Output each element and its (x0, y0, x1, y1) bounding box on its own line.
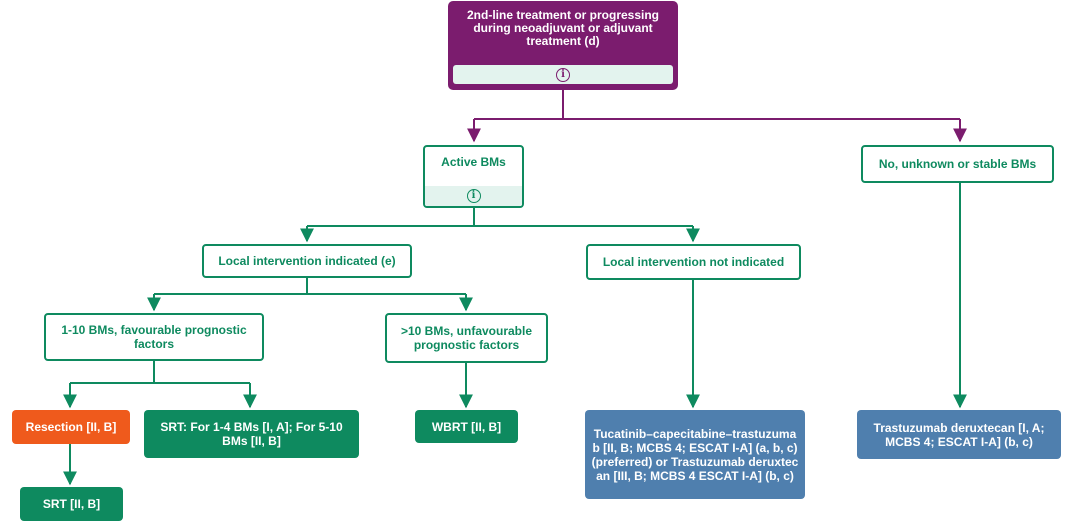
node-local-intervention-not-indicated[interactable]: Local intervention not indicated (586, 244, 801, 280)
node-local-intervention-indicated[interactable]: Local intervention indicated (e) (202, 244, 412, 278)
info-bar[interactable]: i (453, 65, 673, 84)
node-trastuzumab-deruxtecan-label: Trastuzumab deruxtecan [I, A; MCBS 4; ES… (873, 420, 1045, 449)
info-icon[interactable]: i (466, 189, 481, 203)
node-active-bms[interactable]: Active BMs i (423, 145, 524, 208)
node-favourable-prognostic[interactable]: 1-10 BMs, favourable prognostic factors (44, 313, 264, 361)
node-unfavourable-prognostic-label: >10 BMs, unfavourable prognostic factors (400, 324, 533, 352)
node-active-bms-label: Active BMs (441, 155, 506, 169)
node-wbrt-label: WBRT [II, B] (431, 419, 502, 434)
info-icon[interactable]: i (556, 67, 570, 82)
node-tucatinib-label: Tucatinib–capecitabine–trastuzumab [II, … (591, 426, 799, 483)
node-tucatinib[interactable]: Tucatinib–capecitabine–trastuzumab [II, … (585, 410, 805, 499)
node-no-unknown-stable-bms[interactable]: No, unknown or stable BMs (861, 145, 1054, 183)
node-root-label: 2nd-line treatment or progressing during… (466, 8, 660, 48)
node-srt-label: SRT [II, B] (42, 497, 101, 511)
node-trastuzumab-deruxtecan[interactable]: Trastuzumab deruxtecan [I, A; MCBS 4; ES… (857, 410, 1061, 459)
node-local-intervention-indicated-label: Local intervention indicated (e) (218, 254, 396, 268)
node-srt-ranges[interactable]: SRT: For 1-4 BMs [I, A]; For 5-10 BMs [I… (144, 410, 359, 458)
node-favourable-prognostic-label: 1-10 BMs, favourable prognostic factors (61, 323, 247, 351)
node-srt-ranges-label: SRT: For 1-4 BMs [I, A]; For 5-10 BMs [I… (160, 420, 343, 448)
node-srt[interactable]: SRT [II, B] (20, 487, 123, 521)
node-resection-label: Resection [II, B] (25, 420, 117, 434)
node-resection[interactable]: Resection [II, B] (12, 410, 130, 444)
info-bar[interactable]: i (425, 186, 522, 206)
node-wbrt[interactable]: WBRT [II, B] (415, 410, 518, 443)
node-unfavourable-prognostic[interactable]: >10 BMs, unfavourable prognostic factors (385, 313, 548, 363)
node-root[interactable]: 2nd-line treatment or progressing during… (448, 1, 678, 90)
node-local-intervention-not-indicated-label: Local intervention not indicated (602, 255, 785, 269)
node-no-unknown-stable-bms-label: No, unknown or stable BMs (878, 157, 1037, 171)
